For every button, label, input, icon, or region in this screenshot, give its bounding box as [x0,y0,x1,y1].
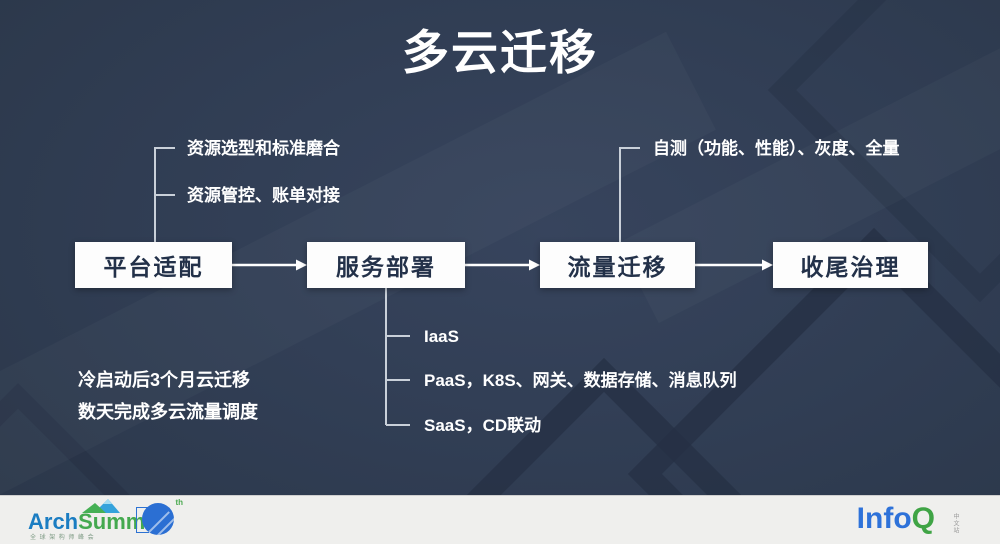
infoq-info: Info [856,502,912,535]
anniversary-badge-icon: th [136,498,184,540]
stage-box-deploy: 服务部署 [307,242,465,288]
badge-superscript: th [175,498,183,507]
stage-box-traffic: 流量迁移 [540,242,695,288]
infoq-q: Q [911,502,935,535]
stage-box-wrapup: 收尾治理 [773,242,928,288]
deploy-annotation-paas: PaaS，K8S、网关、数据存储、消息队列 [424,371,737,390]
slide-title: 多云迁移 [402,26,598,79]
archsummit-arch: Arch [28,509,79,534]
infoq-logo: InfoQ 中文站 [857,500,974,538]
infoq-vertical-text: 中文站 [952,513,958,534]
mountain-icon [82,499,120,513]
footer-bar: ArchSummit 全球架构师峰会 th InfoQ 中文站 [0,495,1000,544]
timeline-note-1: 冷启动后3个月云迁移 [78,370,251,390]
traffic-annotation-1: 自测（功能、性能）、灰度、全量 [653,139,900,158]
stage-box-platform: 平台适配 [75,242,232,288]
timeline-note-2: 数天完成多云流量调度 [78,402,258,422]
badge-circle [142,503,174,535]
deploy-annotation-saas: SaaS，CD联动 [424,416,542,435]
platform-annotation-2: 资源管控、账单对接 [187,186,340,205]
platform-annotation-1: 资源选型和标准磨合 [187,139,340,158]
archsummit-tagline: 全球架构师峰会 [30,535,98,541]
deploy-annotation-iaas: IaaS [424,327,459,346]
archsummit-logo: ArchSummit 全球架构师峰会 [28,499,188,543]
